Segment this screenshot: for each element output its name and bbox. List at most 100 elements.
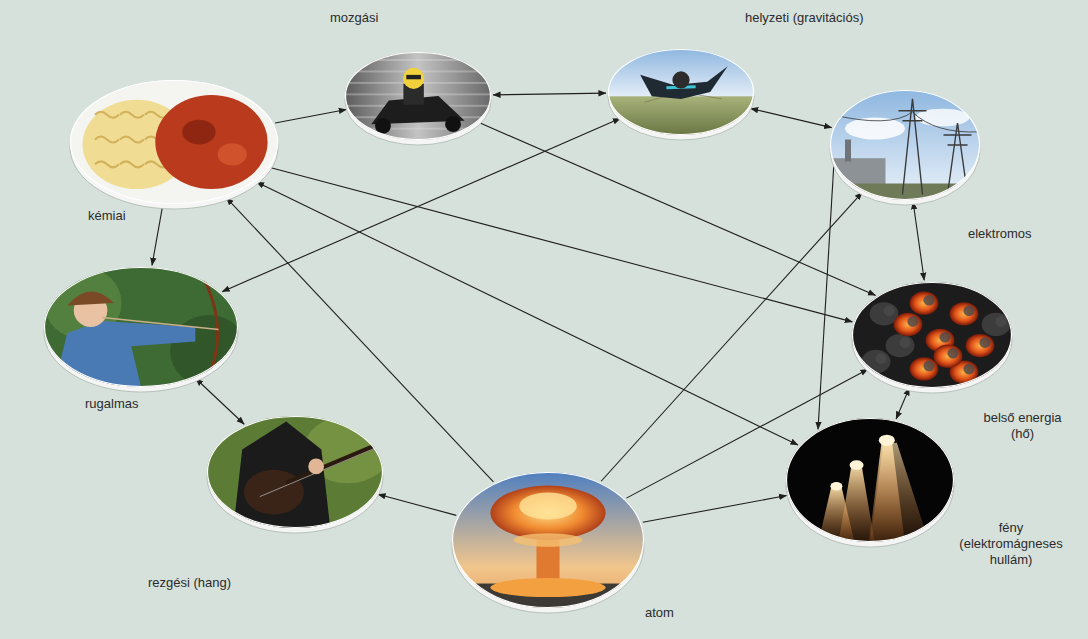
scene-shape	[490, 486, 605, 540]
energy-circle: mozgási	[345, 52, 491, 146]
scene-shape	[445, 116, 461, 132]
scene-shape	[870, 443, 929, 542]
scene-shape	[120, 161, 144, 167]
photo-outline	[831, 91, 980, 200]
scene-shape	[894, 313, 923, 336]
energy-circle: fény (elektromágneses hullám)	[786, 418, 954, 548]
scene-shape	[899, 99, 927, 195]
scene-shape	[910, 292, 939, 315]
energy-arrow	[152, 206, 163, 266]
scene-shape	[233, 422, 330, 528]
photo-scene	[44, 267, 248, 387]
scene-shape	[120, 137, 144, 143]
scene-shape	[244, 470, 304, 515]
scene-shape	[883, 306, 894, 317]
photo-outline	[787, 419, 954, 542]
photo-scene	[207, 416, 392, 528]
photo-scene	[70, 80, 278, 204]
energy-circle: kémiai	[70, 80, 278, 210]
scene-shape	[850, 460, 864, 470]
photo-outline	[208, 417, 383, 528]
scene-shape	[120, 112, 144, 118]
scene-shape	[308, 459, 324, 475]
photo-scene	[345, 52, 491, 140]
scene-shape	[830, 90, 980, 200]
photo-scene	[452, 472, 644, 608]
scene-shape	[934, 345, 963, 368]
scene-shape	[640, 66, 728, 99]
scene-shape	[830, 482, 842, 490]
photo-scene	[830, 90, 980, 200]
energy-circle: rugalmas	[44, 267, 238, 393]
energy-arrow	[479, 123, 876, 296]
photo-outline	[609, 50, 754, 135]
scene-shape	[70, 80, 278, 204]
scene-shape	[879, 435, 895, 446]
scene-shape	[95, 137, 119, 143]
energy-label: helyzeti (gravitációs)	[745, 10, 864, 26]
energy-label: fény (elektromágneses hullám)	[955, 520, 1067, 568]
scene-shape	[950, 302, 979, 325]
scene-shape	[67, 292, 114, 306]
scene-shape	[345, 59, 491, 61]
scene-shape	[218, 143, 247, 165]
energy-label: kémiai	[88, 208, 126, 224]
scene-shape	[963, 306, 974, 317]
scene-shape	[608, 96, 754, 135]
scene-shape	[519, 492, 577, 519]
energy-label: mozgási	[330, 10, 378, 26]
photo-outline	[71, 81, 278, 204]
energy-arrow	[751, 108, 832, 127]
photo-ellipse	[70, 80, 278, 210]
energy-circle: belső energia (hő)	[852, 282, 1012, 394]
scene-shape	[995, 316, 1006, 327]
scene-shape	[403, 68, 424, 89]
scene-shape	[839, 465, 875, 542]
scene-shape	[490, 578, 605, 597]
scene-shape	[54, 321, 196, 387]
scene-shape	[786, 418, 954, 542]
scene-shape	[375, 118, 391, 134]
photo-ellipse	[452, 472, 644, 614]
photo-scene	[608, 49, 754, 135]
scene-shape	[345, 128, 491, 130]
energy-circle: helyzeti (gravitációs)	[608, 49, 754, 141]
photo-outline	[853, 283, 1012, 388]
scene-shape	[406, 75, 421, 79]
photo-ellipse	[786, 418, 954, 548]
energy-arrow	[818, 165, 834, 430]
scene-shape	[182, 120, 215, 145]
energy-label: rugalmas	[85, 396, 138, 412]
energy-arrow	[196, 379, 245, 425]
scene-shape	[886, 334, 915, 357]
photo-scene	[786, 418, 954, 542]
photo-outline	[346, 53, 491, 140]
photo-outline	[453, 473, 644, 608]
scene-shape	[963, 364, 974, 375]
energy-circle: atom	[452, 472, 644, 614]
energy-label: atom	[645, 605, 674, 621]
scene-shape	[95, 112, 119, 118]
scene-shape	[830, 184, 980, 201]
photo-ellipse	[44, 267, 238, 393]
photo-ellipse	[608, 49, 754, 141]
scene-shape	[923, 295, 934, 306]
scene-shape	[830, 112, 980, 132]
photo-ellipse	[830, 90, 980, 206]
scene-shape	[260, 446, 380, 496]
energy-arrow	[493, 93, 606, 95]
scene-shape	[947, 348, 958, 359]
scene-shape	[907, 316, 918, 327]
scene-shape	[966, 334, 995, 357]
energy-circle: rezgési (hang)	[207, 416, 383, 534]
energy-label: belső energia (hő)	[975, 410, 1070, 442]
scene-shape	[939, 332, 950, 343]
scene-shape	[852, 282, 1012, 388]
energy-arrow	[256, 182, 798, 445]
energy-arrow	[896, 388, 909, 419]
scene-shape	[155, 95, 267, 189]
scene-shape	[979, 337, 990, 348]
scene-shape	[95, 161, 119, 167]
